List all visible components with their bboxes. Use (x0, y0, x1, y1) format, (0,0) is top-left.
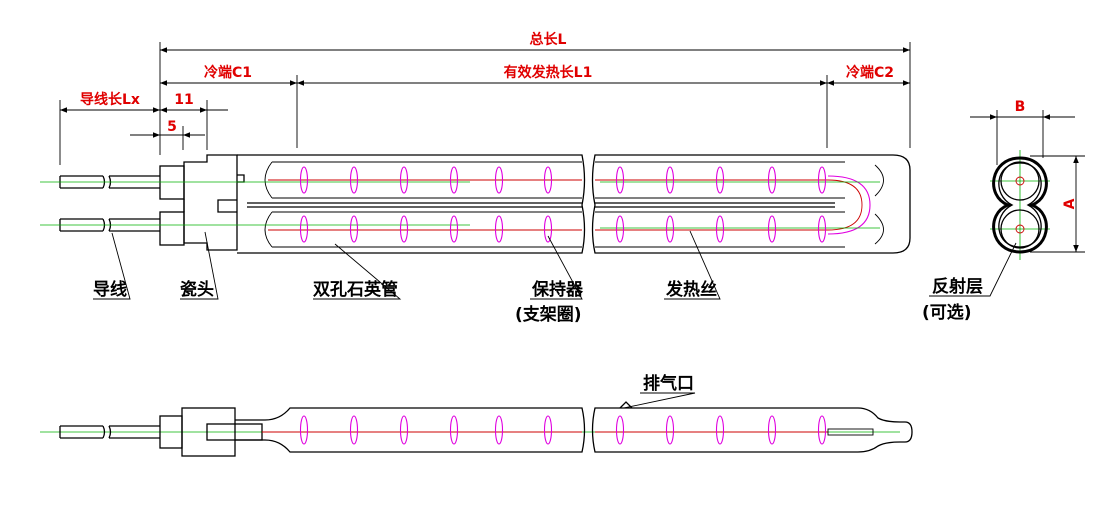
reflector-label: 反射层 (932, 276, 983, 297)
dim-5-label: 5 (167, 119, 177, 135)
side-view (59, 401, 913, 457)
lead-length-label: 导线长Lx (80, 91, 140, 108)
reflector-note-label: (可选) (922, 303, 972, 323)
twin-tube-label: 双孔石英管 (313, 279, 398, 300)
ceramic-head-top (159, 154, 245, 251)
holder-label: 保持器 (531, 279, 584, 300)
heating-coils-top (299, 166, 827, 243)
heating-wire-top (268, 175, 871, 235)
cold-end-2-label: 冷端C2 (846, 64, 894, 81)
effective-length-label: 有效发热长L1 (504, 64, 593, 81)
dim-a-label: A (1062, 198, 1078, 209)
cold-end-1-label: 冷端C1 (204, 64, 252, 81)
exhaust-port-label: 排气口 (643, 373, 694, 394)
dim-11-label: 11 (174, 92, 193, 108)
twin-tube-top (237, 154, 911, 254)
part-leaders (93, 230, 1017, 409)
dimension-lines (59, 42, 911, 165)
dimension-labels: 总长L 冷端C1 有效发热长L1 冷端C2 导线长Lx 11 5 (80, 31, 894, 135)
lead-wire-label: 导线 (93, 279, 127, 300)
dim-b-label: B (1015, 99, 1026, 115)
ceramic-head-label: 瓷头 (180, 279, 214, 300)
heating-wire-label: 发热丝 (665, 279, 717, 300)
lead-wires-top (59, 175, 160, 232)
part-labels: 导线 瓷头 双孔石英管 保持器 (支架圈) 发热丝 反射层 (可选) 排气口 (93, 276, 983, 394)
holder-note-label: (支架圈) (515, 304, 582, 325)
total-length-label: 总长L (530, 31, 567, 48)
cross-section: B A (970, 99, 1085, 254)
